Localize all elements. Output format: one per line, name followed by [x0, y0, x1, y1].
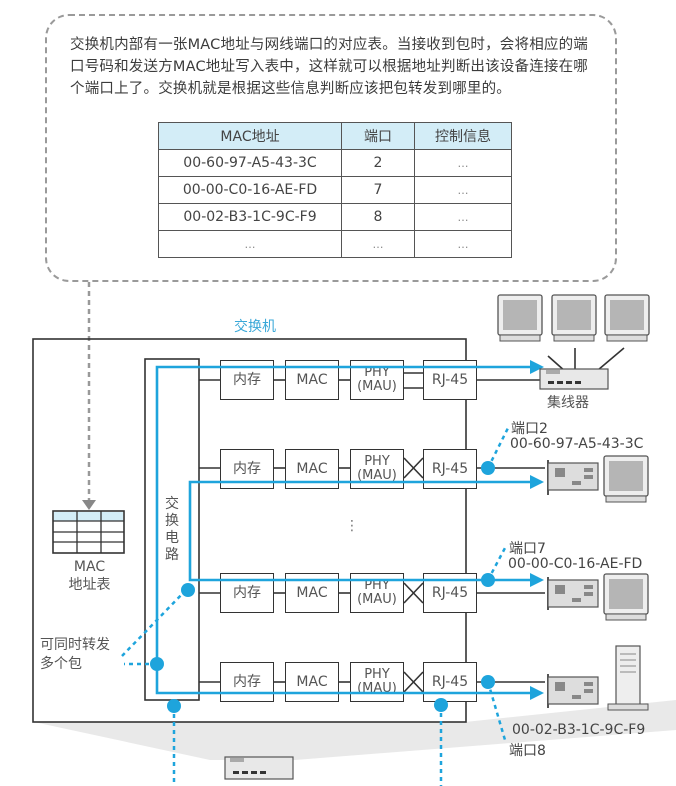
- arrow-down-icon: [82, 500, 96, 510]
- switching-circuit-label: 交换电路: [165, 496, 179, 563]
- cell-control: …: [414, 230, 512, 258]
- cell-port: 8: [341, 203, 415, 231]
- port8-marker: [481, 675, 495, 689]
- path-marker: [181, 583, 195, 597]
- table-row: 00-02-B3-1C-9C-F9 8 …: [158, 203, 512, 231]
- port8-mac: 00-02-B3-1C-9C-F9: [512, 722, 646, 738]
- monitor-icon: [603, 455, 649, 503]
- concurrent-line1: 可同时转发: [40, 637, 110, 653]
- header-control-info: 控制信息: [414, 122, 512, 150]
- memory-block-8: 内存: [220, 662, 274, 702]
- cell-mac: …: [158, 230, 342, 258]
- network-card-icon: [547, 577, 599, 610]
- monitor-icon: [603, 573, 649, 621]
- mau-label: (MAU): [357, 468, 397, 483]
- mau-label: (MAU): [357, 379, 397, 394]
- mac-table-label: MAC 地址表: [67, 558, 112, 594]
- phy-label: PHY: [364, 365, 390, 380]
- phy-label: PHY: [364, 454, 390, 469]
- table-header-row: MAC地址 端口 控制信息: [158, 122, 512, 150]
- port8-label: 端口8: [509, 743, 546, 759]
- path-marker: [434, 698, 448, 712]
- port7-label: 端口7: [509, 541, 546, 557]
- mau-label: (MAU): [357, 592, 397, 607]
- phy-label: PHY: [364, 667, 390, 682]
- switch-title: 交换机: [234, 319, 276, 335]
- cell-port: 7: [341, 176, 415, 204]
- phy-block-8: PHY(MAU): [350, 662, 404, 702]
- port7-mac: 00-00-C0-16-AE-FD: [508, 556, 643, 572]
- mac-table-icon: [52, 510, 125, 554]
- callout-description: 交换机内部有一张MAC地址与网线端口的对应表。当接收到包时，会将相应的端口号码和…: [70, 37, 588, 97]
- arrow-right-icon: [530, 475, 544, 489]
- arrow-right-icon: [530, 360, 544, 374]
- packet-path-port7-to-port2: [188, 480, 530, 582]
- switch-frame: [32, 338, 467, 723]
- network-card-icon: [547, 674, 599, 708]
- mac-table-callout: [45, 14, 617, 282]
- monitor-icon: [604, 294, 650, 342]
- more-ports-ellipsis: ⋮: [345, 518, 359, 534]
- cell-port: …: [341, 230, 415, 258]
- header-port: 端口: [341, 122, 415, 150]
- cell-control: …: [414, 203, 512, 231]
- mac-label: MAC: [73, 559, 106, 575]
- projection-shadow: [34, 700, 676, 760]
- arrow-right-icon: [530, 686, 544, 700]
- hub-label: 集线器: [547, 395, 589, 411]
- rj45-block-2: RJ-45: [423, 449, 477, 489]
- mac-block-8: MAC: [285, 662, 339, 702]
- table-row: … … …: [158, 230, 512, 258]
- path-marker: [150, 657, 164, 671]
- port2-mac: 00-60-97-A5-43-3C: [510, 436, 644, 452]
- concurrent-line2: 多个包: [40, 656, 82, 672]
- hub-icon: [539, 368, 609, 390]
- hub-icon-small: [224, 756, 294, 780]
- port-connections: [199, 347, 625, 693]
- port7-marker: [481, 573, 495, 587]
- concurrent-forward-label: 可同时转发 多个包: [40, 636, 110, 674]
- address-table-label: 地址表: [68, 577, 111, 593]
- network-card-icon: [547, 460, 599, 495]
- port2-marker: [481, 461, 495, 475]
- arrow-right-icon: [530, 573, 544, 587]
- cell-mac: 00-60-97-A5-43-3C: [158, 149, 342, 177]
- path-marker: [167, 699, 181, 713]
- switching-circuit-frame: [144, 358, 200, 701]
- monitor-icon: [551, 294, 597, 342]
- monitor-icon: [497, 294, 543, 342]
- mac-address-table: MAC地址 端口 控制信息 00-60-97-A5-43-3C 2 … 00-0…: [158, 122, 512, 258]
- port2-label: 端口2: [511, 421, 548, 437]
- server-icon: [607, 645, 649, 711]
- packet-path-port8-to-hub: [155, 365, 530, 695]
- phy-label: PHY: [364, 578, 390, 593]
- rj45-block-8: RJ-45: [423, 662, 477, 702]
